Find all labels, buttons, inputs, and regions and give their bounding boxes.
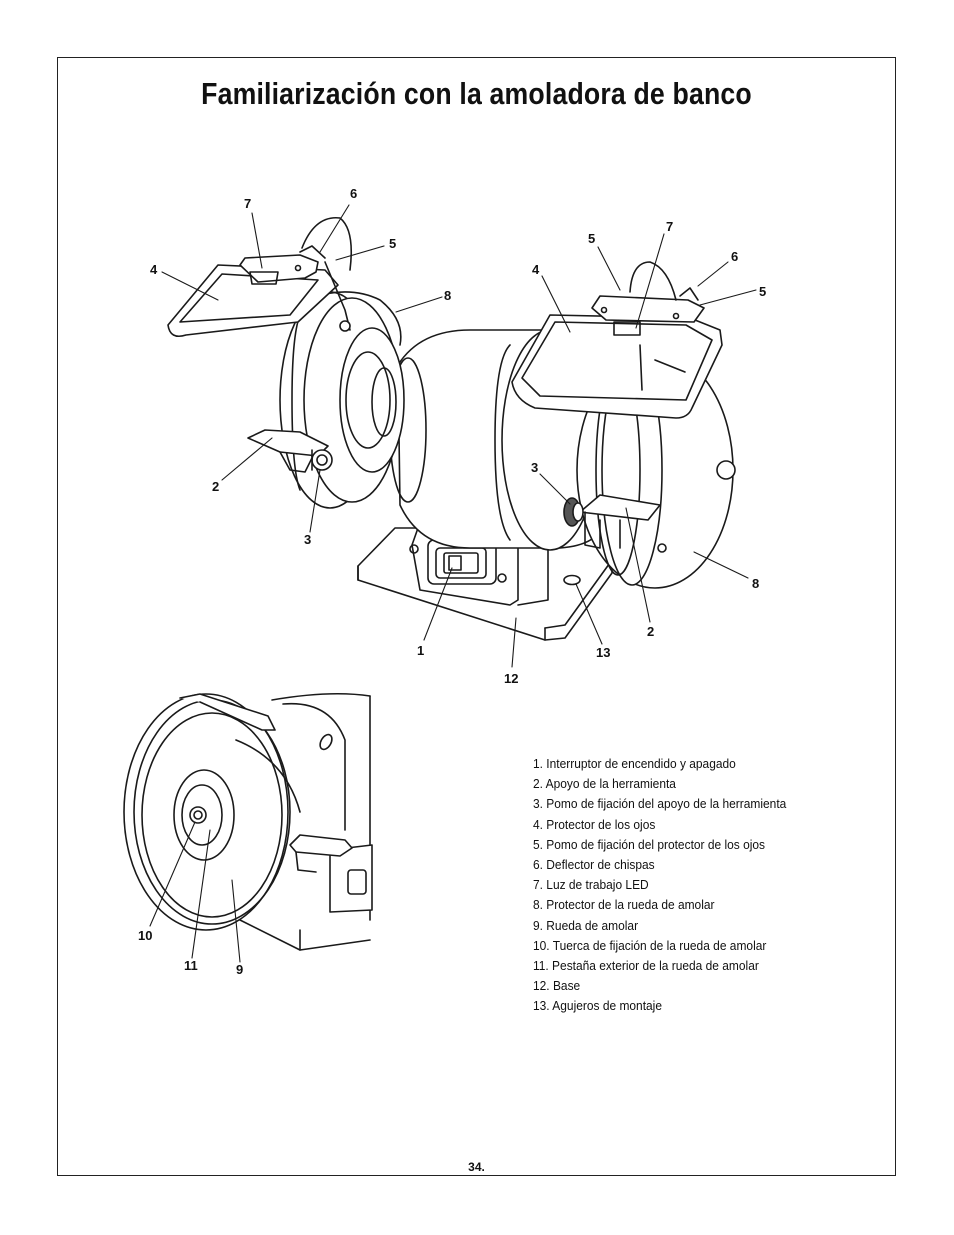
callout-2-right: 2 xyxy=(647,624,655,639)
legend-item: 2. Apoyo de la herramienta xyxy=(533,776,676,792)
legend-item: 1. Interruptor de encendido y apagado xyxy=(533,756,736,771)
callout-leaders xyxy=(161,204,757,668)
grinder-wheel-detail xyxy=(123,692,373,951)
callout-5-right: 5 xyxy=(759,284,767,299)
legend-item: 5. Pomo de fijación del protector de los… xyxy=(533,836,766,852)
callout-11: 11 xyxy=(184,958,198,973)
parts-legend: 1. Interruptor de encendido y apagado 2.… xyxy=(533,754,808,1017)
legend-item: 11. Pestaña exterior de la rueda de amol… xyxy=(533,958,759,974)
callout-9: 9 xyxy=(236,962,244,977)
callout-7-right: 7 xyxy=(666,219,674,234)
callout-1: 1 xyxy=(417,643,425,658)
callout-5-right-top: 5 xyxy=(588,231,596,246)
legend-item: 8. Protector de la rueda de amolar xyxy=(533,897,715,913)
legend-item: 4. Protector de los ojos xyxy=(533,816,656,832)
callout-6-left: 6 xyxy=(350,186,358,201)
callout-3-left: 3 xyxy=(304,532,312,547)
callout-12: 12 xyxy=(504,671,519,686)
page-title: Familiarización con la amoladora de banc… xyxy=(201,76,752,111)
callout-3-right: 3 xyxy=(531,460,539,475)
detail-leaders xyxy=(149,821,241,963)
callout-8-right: 8 xyxy=(752,576,760,591)
callout-4-left: 4 xyxy=(150,262,158,277)
page-border xyxy=(57,57,896,1176)
callout-5-left: 5 xyxy=(389,236,397,251)
callout-13: 13 xyxy=(596,645,611,660)
callout-4-right: 4 xyxy=(532,262,540,277)
page-number: 34. xyxy=(468,1160,485,1174)
legend-item: 9. Rueda de amolar xyxy=(533,917,639,933)
legend-item: 10. Tuerca de fijación de la rueda de am… xyxy=(533,937,767,953)
grinder-main-view xyxy=(167,217,736,641)
legend-item: 13. Agujeros de montaje xyxy=(533,998,663,1014)
callout-7-left: 7 xyxy=(244,196,252,211)
legend-item: 7. Luz de trabajo LED xyxy=(533,877,649,893)
legend-item: 12. Base xyxy=(533,978,581,994)
callout-6-right: 6 xyxy=(731,249,739,264)
legend-item: 3. Pomo de fijación del apoyo de la herr… xyxy=(533,796,787,812)
callout-8-left: 8 xyxy=(444,288,452,303)
callout-2-left: 2 xyxy=(212,479,220,494)
legend-item: 6. Deflector de chispas xyxy=(533,857,655,873)
callout-10: 10 xyxy=(138,928,153,943)
